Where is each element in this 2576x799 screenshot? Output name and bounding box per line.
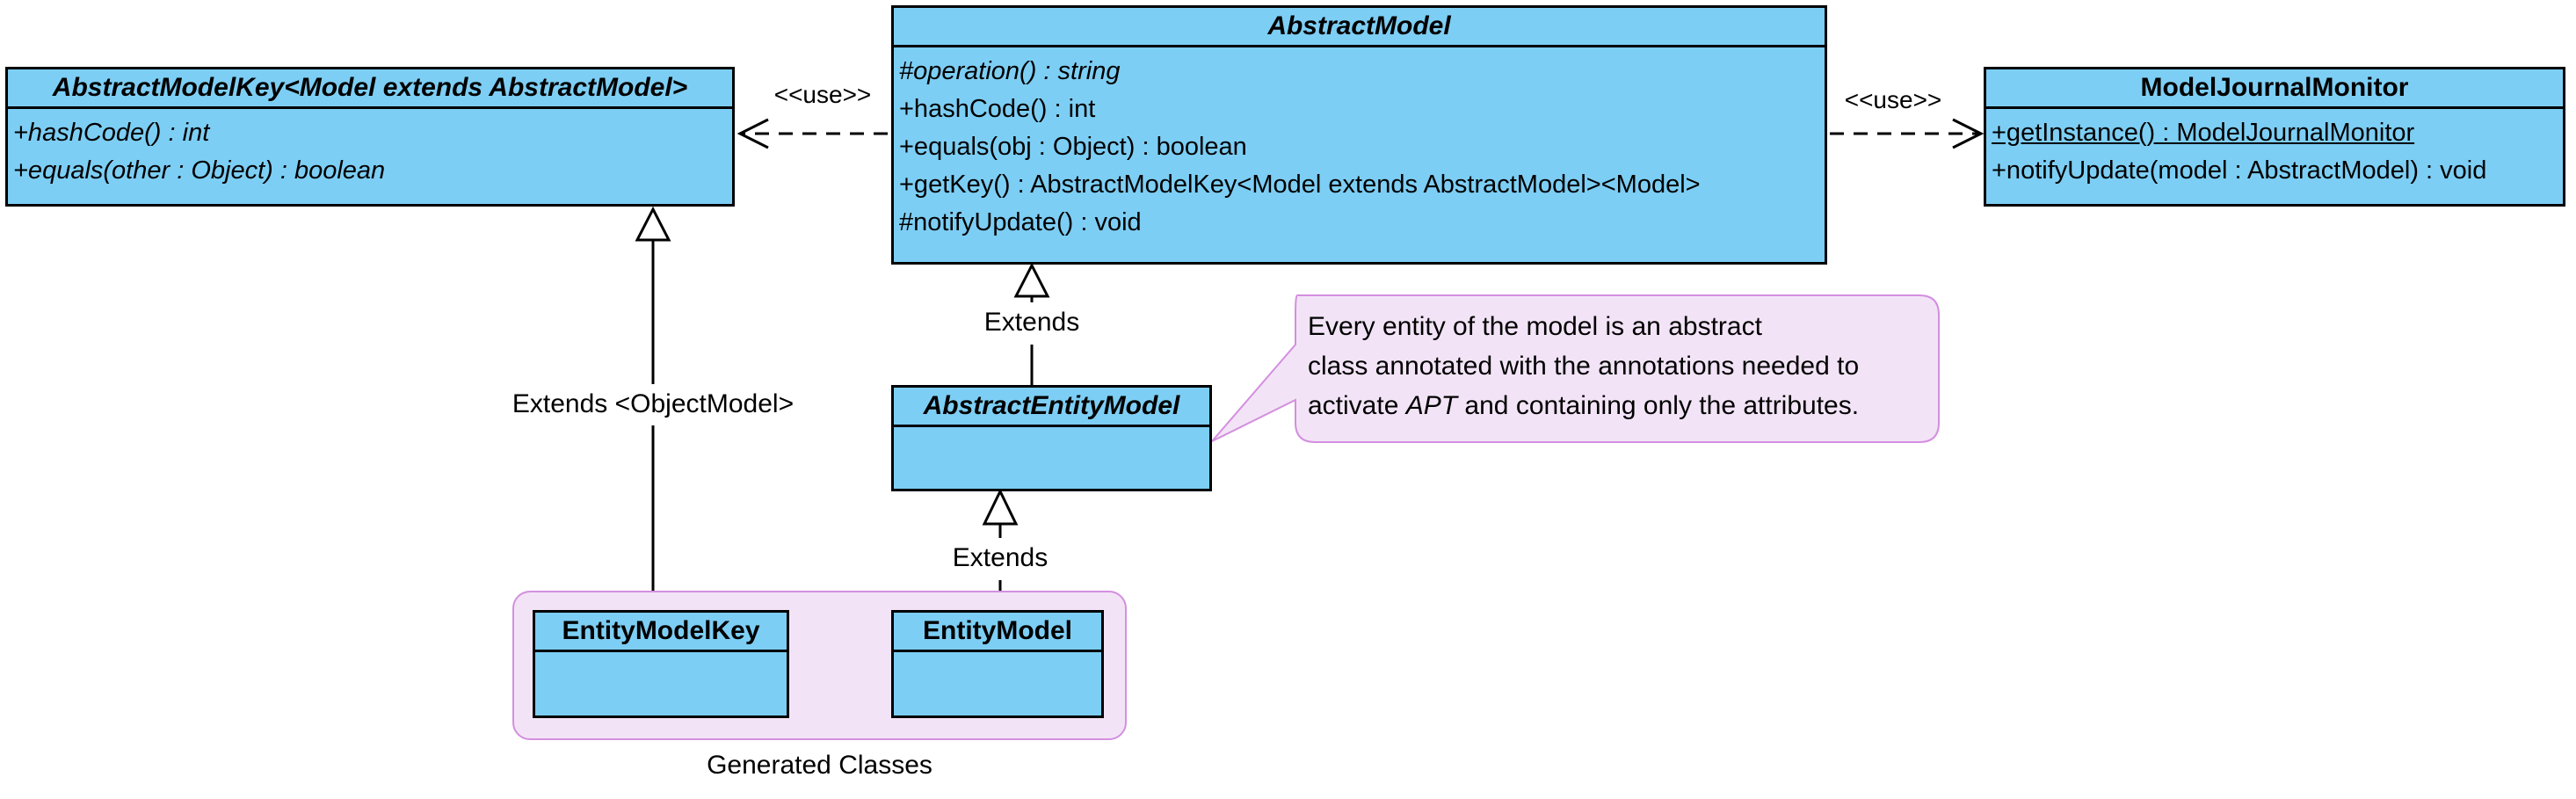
- class-abstract-model-key[interactable]: AbstractModelKey<Model extends AbstractM…: [5, 67, 735, 207]
- extends-label-model: Extends: [952, 543, 1049, 572]
- operation-operation: #operation() : string: [899, 57, 1121, 85]
- class-model-journal-monitor[interactable]: ModelJournalMonitor +getInstance() : Mod…: [1984, 67, 2565, 207]
- use-label-left: <<use>>: [773, 81, 872, 108]
- hollow-triangle-key: [635, 206, 671, 242]
- operation-hashcode: +hashCode() : int: [13, 119, 210, 147]
- operation-equals: +equals(other : Object) : boolean: [13, 156, 386, 185]
- operation-notifyupdate: +notifyUpdate(model : AbstractModel) : v…: [1992, 156, 2487, 185]
- group-label: Generated Classes: [707, 751, 932, 780]
- note-line: activate APT and containing only the att…: [1308, 386, 1859, 425]
- open-arrowhead-right: [1952, 118, 1985, 149]
- class-name: AbstractModel: [894, 8, 1825, 47]
- note-line: class annotated with the annotations nee…: [1308, 352, 1860, 381]
- note-line: Every entity of the model is an abstract: [1308, 312, 1762, 341]
- operation-hashcode: +hashCode() : int: [899, 95, 1096, 123]
- open-arrowhead-left: [737, 118, 769, 149]
- class-name: EntityModel: [894, 613, 1101, 652]
- operations-compartment: #operation() : string +hashCode() : int …: [894, 47, 1825, 242]
- class-abstract-model[interactable]: AbstractModel #operation() : string +has…: [891, 5, 1827, 265]
- note-callout: [1211, 294, 1940, 443]
- class-name: AbstractEntityModel: [894, 388, 1209, 427]
- class-entity-model[interactable]: EntityModel: [891, 610, 1104, 718]
- operations-compartment: +hashCode() : int +equals(other : Object…: [8, 109, 732, 190]
- hollow-triangle-entity: [1013, 262, 1050, 298]
- class-abstract-entity-model[interactable]: AbstractEntityModel: [891, 385, 1212, 491]
- note: Every entity of the model is an abstract…: [1308, 307, 1859, 425]
- note-apt-term: APT: [1405, 391, 1458, 420]
- extends-label-entity: Extends: [983, 308, 1080, 337]
- class-name: ModelJournalMonitor: [1986, 69, 2563, 109]
- class-name: EntityModelKey: [535, 613, 787, 652]
- use-label-right: <<use>>: [1844, 86, 1942, 113]
- note-text-segment: and containing only the attributes.: [1457, 391, 1860, 420]
- class-entity-model-key[interactable]: EntityModelKey: [533, 610, 789, 718]
- note-text-segment: activate: [1308, 391, 1406, 420]
- operation-notifyupdate: #notifyUpdate() : void: [899, 208, 1142, 236]
- extends-label-key: Extends <ObjectModel>: [512, 389, 795, 418]
- class-name: AbstractModelKey<Model extends AbstractM…: [8, 69, 732, 109]
- operation-getkey: +getKey() : AbstractModelKey<Model exten…: [899, 171, 1701, 199]
- operation-equals: +equals(obj : Object) : boolean: [899, 133, 1247, 161]
- operation-getinstance: +getInstance() : ModelJournalMonitor: [1992, 119, 2415, 147]
- operations-compartment: +getInstance() : ModelJournalMonitor +no…: [1986, 109, 2563, 190]
- hollow-triangle-model: [982, 488, 1019, 526]
